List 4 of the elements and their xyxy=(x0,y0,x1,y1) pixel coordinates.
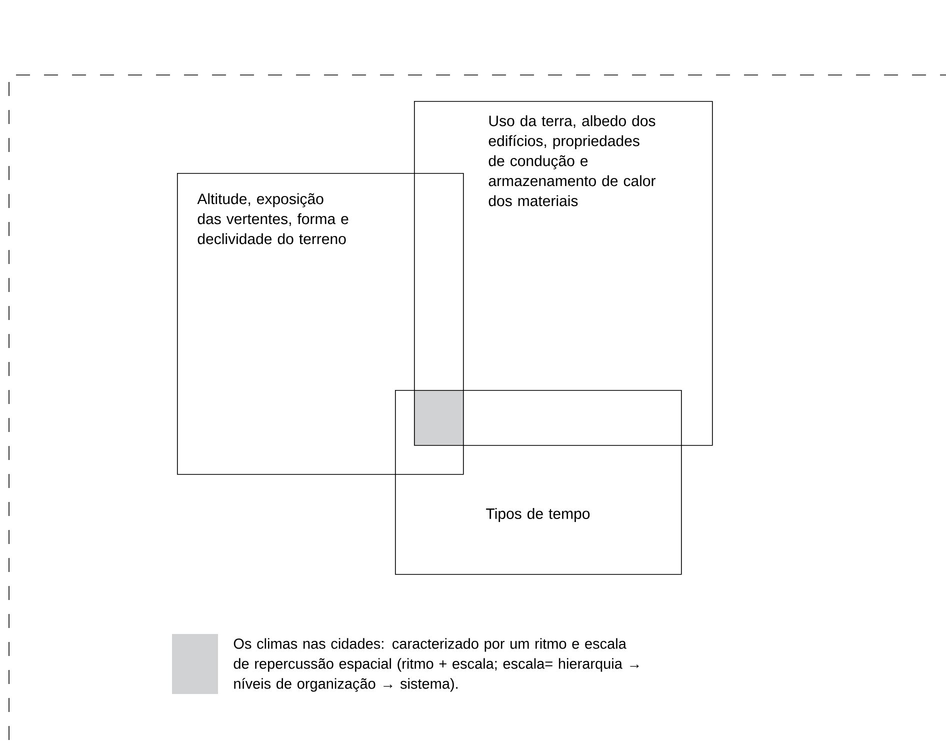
text-box: Tipos de tempo xyxy=(395,390,682,575)
text-box: Uso da terra, albedo dos edifícios, propriedades de condução e armazenamento de calor dos materiais xyxy=(414,101,713,446)
text-box: Altitude, exposição das vertentes, forma e declividade do terreno xyxy=(177,172,464,475)
legend-text: Os climas nas cidades: caracterizado por um ritmo e escala de repercussão espacial (ritmo + escala; escala= hierarquia → níveis de organização → sistema). xyxy=(234,638,639,692)
